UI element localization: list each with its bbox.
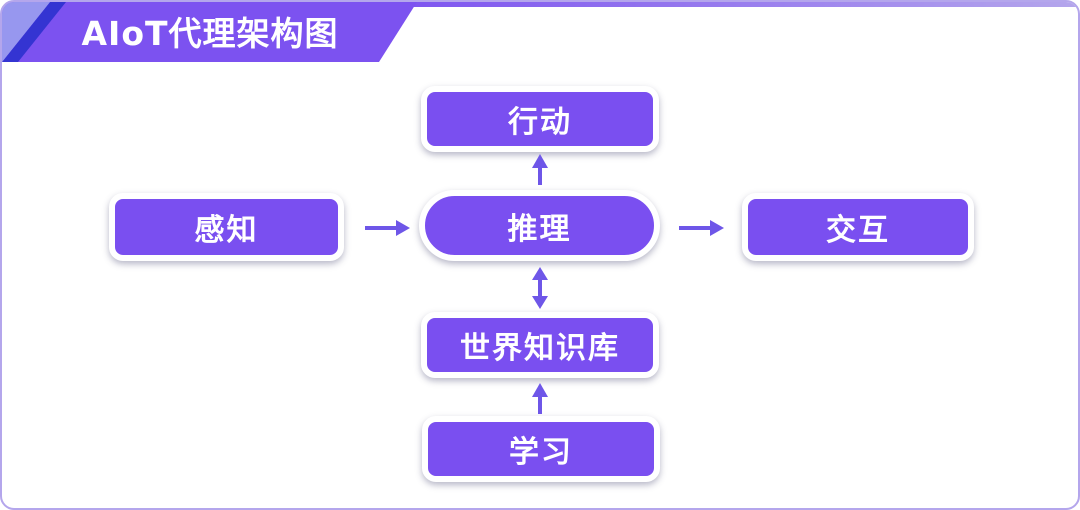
node-reasoning[interactable]: 推理 (419, 190, 660, 261)
node-action[interactable]: 行动 (421, 86, 659, 152)
node-world-knowledge[interactable]: 世界知识库 (421, 312, 659, 378)
badge-corner-triangle (2, 2, 50, 62)
arrow-up-learning-to-world-knowledge-icon (532, 383, 548, 414)
title-badge: AIoT代理架构图 (2, 2, 420, 62)
badge-corner-stripe (2, 2, 66, 62)
badge-parallelogram (2, 2, 417, 62)
arrow-right-reasoning-to-interaction-icon (679, 220, 724, 236)
arrow-right-perception-to-reasoning-icon (365, 220, 410, 236)
arrow-up-reasoning-to-action-icon (532, 154, 548, 185)
arrow-bidirectional-reasoning-world-knowledge-icon (532, 267, 548, 309)
page-title: AIoT代理架构图 (81, 14, 339, 53)
node-perception[interactable]: 感知 (109, 193, 344, 261)
top-accent-bar (382, 2, 1078, 7)
title-badge-shape (2, 2, 417, 62)
node-learning[interactable]: 学习 (422, 416, 660, 482)
node-interaction[interactable]: 交互 (742, 193, 974, 261)
